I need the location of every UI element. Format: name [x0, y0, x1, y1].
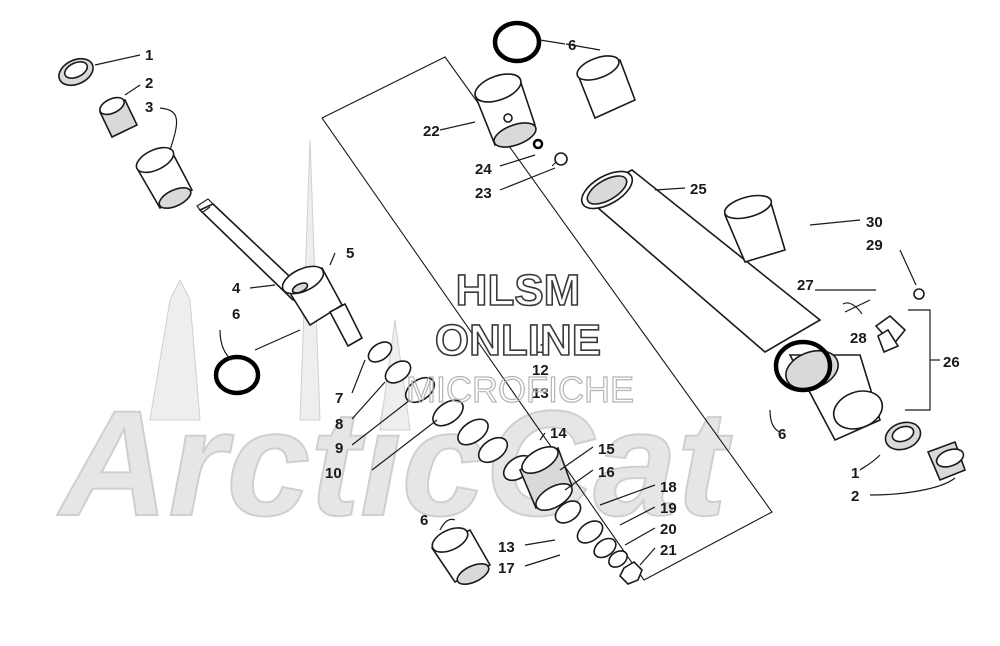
valve-assembly-26	[842, 288, 925, 354]
callout-6-left: 6	[232, 306, 240, 323]
bushing-1-right	[884, 421, 922, 451]
sleeve-30	[723, 194, 786, 263]
callout-22: 22	[423, 123, 440, 140]
washers-17-21	[554, 500, 643, 585]
callout-27: 27	[797, 277, 814, 294]
brand-watermark: ArcticCat	[55, 139, 734, 548]
callout-2-right: 2	[851, 488, 859, 505]
band-6-top	[576, 55, 637, 120]
sleeve-6-bottom	[430, 527, 492, 586]
callout-28: 28	[850, 330, 867, 347]
callout-23: 23	[475, 185, 492, 202]
callout-7: 7	[335, 390, 343, 407]
callout-11: 11	[532, 340, 548, 357]
callout-1: 1	[145, 47, 153, 64]
callout-17: 17	[498, 560, 515, 577]
body-end-cap	[785, 349, 884, 442]
o-ring-6-right	[773, 339, 833, 393]
callout-10: 10	[325, 465, 342, 482]
callout-14: 14	[550, 425, 567, 442]
reservoir-cap-22	[473, 73, 537, 148]
callout-6-top: 6	[568, 37, 576, 54]
callout-labels: 1 2 3 4 5 6 6 6 6 7 8 9 10 11 12 13 13 1…	[145, 37, 960, 577]
callout-1-right: 1	[851, 465, 859, 482]
o-ring-6-top	[492, 20, 542, 64]
callout-21: 21	[660, 542, 677, 559]
callout-8: 8	[335, 416, 343, 433]
bushing-1-left	[58, 57, 94, 87]
callout-9: 9	[335, 440, 343, 457]
piston-5	[281, 265, 364, 348]
washer-stack	[367, 341, 534, 482]
washer-12	[477, 436, 509, 464]
callout-12: 12	[532, 362, 549, 379]
o-ring-24	[532, 138, 544, 150]
callout-6-right: 6	[778, 426, 786, 443]
callout-24: 24	[475, 161, 492, 178]
watermark-line1: HLSM	[456, 266, 581, 315]
washer-9	[404, 376, 436, 404]
callout-18: 18	[660, 479, 677, 496]
callout-19: 19	[660, 500, 677, 517]
washer-7	[367, 341, 393, 363]
callout-6-bottom: 6	[420, 512, 428, 529]
callout-4: 4	[232, 280, 241, 297]
o-ring-6-left	[213, 354, 261, 396]
watermark-line3: MICROFICHE	[406, 369, 634, 410]
screw-23	[551, 152, 568, 167]
callout-20: 20	[660, 521, 677, 538]
callout-25: 25	[690, 181, 707, 198]
callout-3: 3	[145, 99, 153, 116]
callout-13-bottom: 13	[498, 539, 515, 556]
washer-11	[457, 418, 489, 446]
bushing-2-left	[98, 96, 139, 139]
callout-15: 15	[598, 441, 615, 458]
hlsm-watermark: HLSM ONLINE MICROFICHE	[405, 265, 634, 410]
callout-26: 26	[943, 354, 960, 371]
callout-5: 5	[346, 245, 354, 262]
watermark-line2: ONLINE	[435, 316, 601, 365]
callout-16: 16	[598, 464, 615, 481]
piston-14-15	[518, 445, 573, 512]
washer-8	[384, 360, 412, 384]
callout-2: 2	[145, 75, 153, 92]
callout-30: 30	[866, 214, 883, 231]
bushing-2-right	[926, 440, 967, 482]
bushing-3	[135, 146, 194, 210]
callout-29: 29	[866, 237, 883, 254]
shock-body-25	[580, 169, 822, 353]
callout-13-top: 13	[532, 385, 549, 402]
nut-21	[619, 560, 643, 585]
piston-assembly-boundary	[321, 56, 773, 581]
cap-29	[913, 288, 925, 300]
leader-lines	[94, 39, 956, 567]
